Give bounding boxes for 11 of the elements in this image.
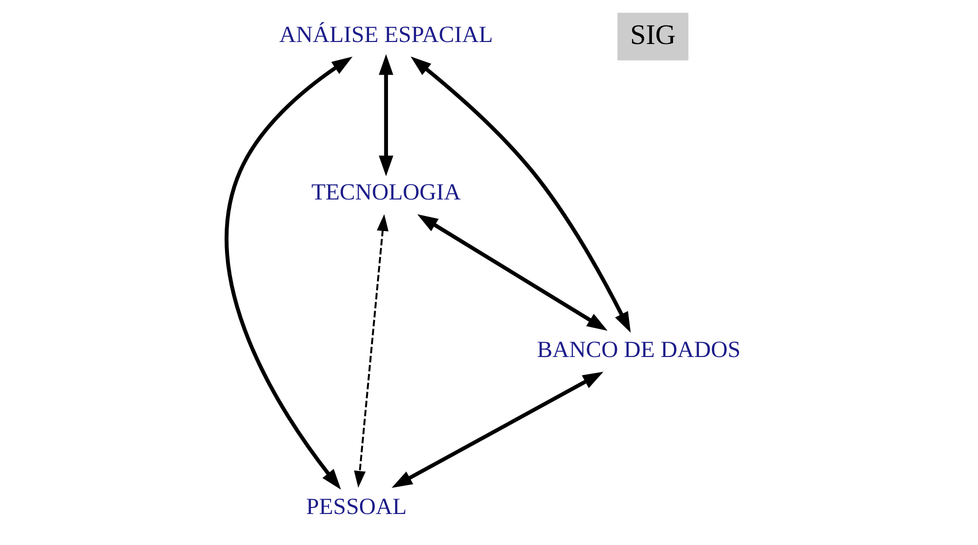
node-text: ANÁLISE ESPACIAL [278, 22, 492, 48]
arrow [378, 54, 393, 176]
node-text: BANCO DE DADOS [536, 336, 740, 363]
label: SIG [630, 20, 676, 51]
arrow [353, 214, 388, 488]
arrow [416, 214, 608, 331]
arrow [224, 56, 352, 490]
arrow [391, 372, 603, 488]
node-text: PESSOAL [306, 494, 406, 520]
node-text: TECNOLOGIA [310, 180, 460, 206]
arrow [410, 56, 630, 333]
